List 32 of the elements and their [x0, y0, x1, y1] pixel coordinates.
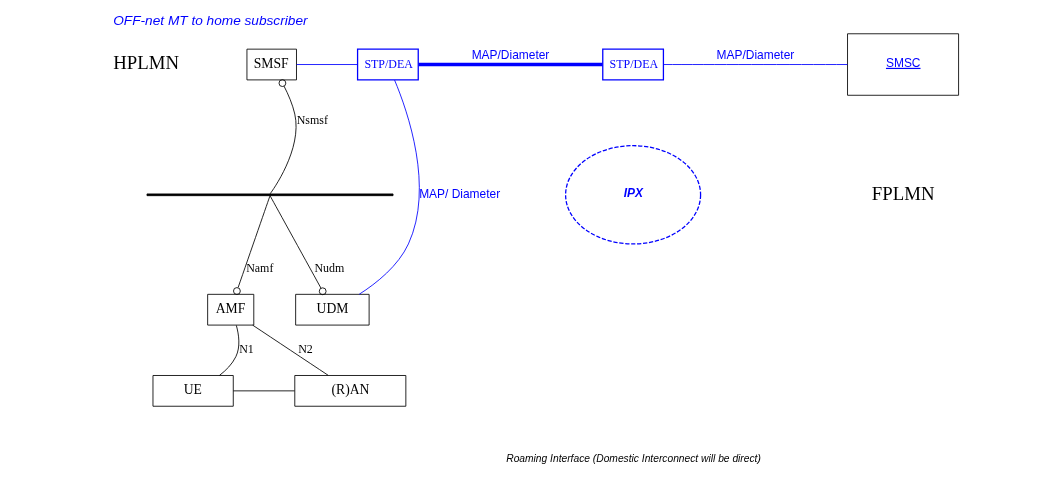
node-box: UE [152, 375, 234, 407]
edge-label: Nsmsf [296, 112, 328, 127]
node-ellipse: IPX [564, 145, 701, 245]
node-box: SMSC [846, 33, 959, 96]
edge-label: N1 [238, 342, 254, 357]
node-box: STP/DEA [356, 48, 419, 81]
edge-label: Namf [245, 261, 273, 276]
connector [269, 79, 296, 195]
connector [218, 324, 239, 376]
diagram-title: OFF-net MT to home subscriber [112, 13, 308, 29]
node-box: STP/DEA [601, 48, 664, 81]
connector [232, 390, 295, 392]
connector [232, 195, 270, 295]
connector [358, 79, 420, 295]
node-box: UDM [294, 293, 370, 326]
label: FPLMN [871, 182, 935, 204]
connector [662, 64, 848, 65]
node-box: SMSF [246, 48, 297, 81]
label: Roaming Interface (Domestic Interconnect will be direct) [505, 452, 761, 464]
edge-label: N2 [297, 342, 313, 357]
node-bar [146, 193, 393, 197]
connector [295, 64, 358, 65]
edge-label: MAP/Diameter [471, 47, 549, 62]
node-box: AMF [206, 293, 254, 326]
connector [251, 324, 329, 376]
edge-label: MAP/Diameter [716, 47, 794, 62]
connector [269, 195, 327, 296]
label: HPLMN [112, 52, 179, 74]
node-box: (R)AN [293, 375, 406, 407]
edge-label: MAP/ Diameter [418, 186, 500, 201]
connector [417, 62, 603, 67]
edge-label: Nudm [313, 261, 344, 276]
